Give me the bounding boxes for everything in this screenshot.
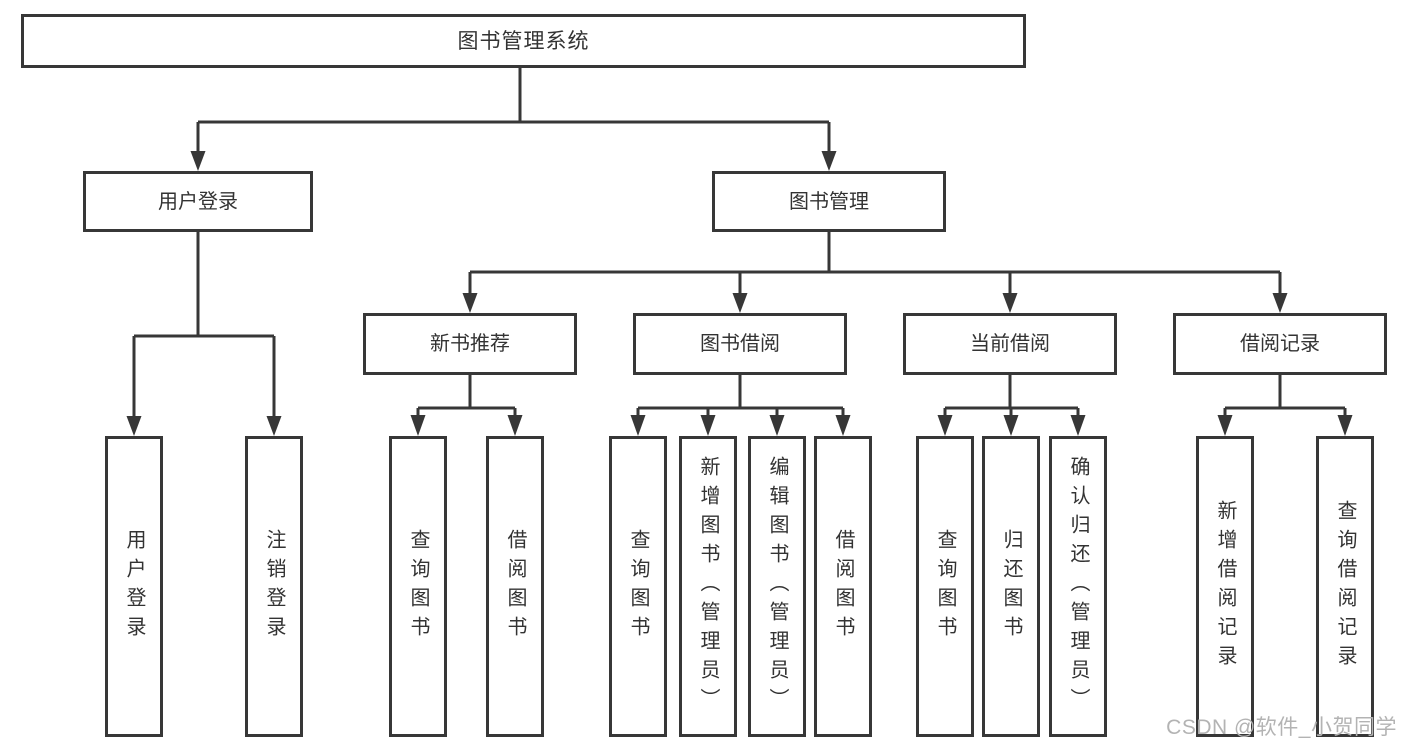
node-library-system-label: 图书管理系统 (457, 29, 590, 53)
leaf-borrow-books-1: 借阅图书 (486, 436, 544, 737)
connector-manage-to-level3 (462, 232, 1288, 313)
leaf-return-books-label: 归还图书 (1000, 528, 1022, 645)
leaf-borrow-books-1-label: 借阅图书 (504, 528, 526, 645)
leaf-borrow-books-2-label: 借阅图书 (832, 528, 854, 645)
leaf-edit-books-admin: 编辑图书（管理员） (748, 436, 806, 737)
leaf-query-books-1-label: 查询图书 (407, 528, 429, 645)
leaf-query-borrow-record-label: 查询借阅记录 (1334, 499, 1356, 674)
connector-root-to-level2 (190, 68, 837, 171)
node-current-borrowing: 当前借阅 (903, 313, 1117, 375)
leaf-query-books-3: 查询图书 (916, 436, 974, 737)
leaf-query-borrow-record: 查询借阅记录 (1316, 436, 1374, 737)
connector-current-to-leaves (937, 375, 1086, 436)
node-new-book-recommend-label: 新书推荐 (430, 333, 510, 355)
node-borrowing-records-label: 借阅记录 (1240, 333, 1320, 355)
node-book-borrowing: 图书借阅 (633, 313, 847, 375)
leaf-edit-books-admin-label: 编辑图书（管理员） (766, 456, 788, 717)
leaf-query-books-3-label: 查询图书 (934, 528, 956, 645)
leaf-query-books-2-label: 查询图书 (627, 528, 649, 645)
connector-records-to-leaves (1217, 375, 1353, 436)
leaf-return-books: 归还图书 (982, 436, 1040, 737)
leaf-add-borrow-record-label: 新增借阅记录 (1214, 499, 1236, 674)
leaf-borrow-books-2: 借阅图书 (814, 436, 872, 737)
leaf-user-login-label: 用户登录 (123, 528, 145, 645)
node-book-borrowing-label: 图书借阅 (700, 333, 780, 355)
node-current-borrowing-label: 当前借阅 (970, 333, 1050, 355)
connector-borrow-to-leaves (630, 375, 851, 436)
leaf-logout-label: 注销登录 (263, 528, 285, 645)
connector-login-to-leaves (126, 232, 282, 436)
node-new-book-recommend: 新书推荐 (363, 313, 577, 375)
node-user-login-label: 用户登录 (158, 190, 238, 213)
leaf-query-books-2: 查询图书 (609, 436, 667, 737)
node-book-management: 图书管理 (712, 171, 946, 232)
leaf-add-borrow-record: 新增借阅记录 (1196, 436, 1254, 737)
leaf-logout: 注销登录 (245, 436, 303, 737)
connector-recommend-to-leaves (410, 375, 523, 436)
node-user-login: 用户登录 (83, 171, 313, 232)
leaf-query-books-1: 查询图书 (389, 436, 447, 737)
node-library-system: 图书管理系统 (21, 14, 1026, 68)
leaf-confirm-return-admin: 确认归还（管理员） (1049, 436, 1107, 737)
leaf-user-login: 用户登录 (105, 436, 163, 737)
node-book-management-label: 图书管理 (789, 190, 869, 213)
leaf-add-books-admin: 新增图书（管理员） (679, 436, 737, 737)
leaf-confirm-return-admin-label: 确认归还（管理员） (1067, 456, 1089, 717)
leaf-add-books-admin-label: 新增图书（管理员） (697, 456, 719, 717)
node-borrowing-records: 借阅记录 (1173, 313, 1387, 375)
